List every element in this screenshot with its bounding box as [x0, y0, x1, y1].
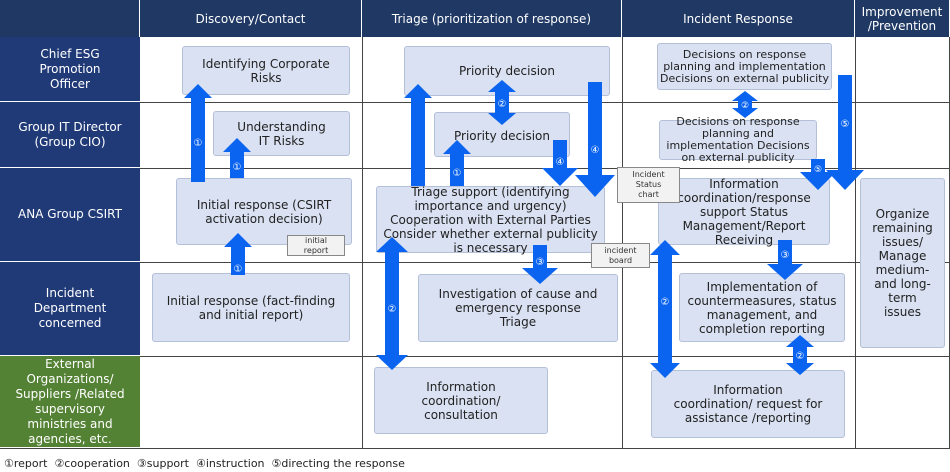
box-decisions-1: Decisions on response planning and imple… [657, 43, 832, 90]
arrow-support-down-1 [522, 245, 558, 284]
arrow-coop-double-3 [732, 91, 758, 118]
arrow-report-up-1 [184, 84, 212, 182]
note-incident-board: incident board [591, 243, 650, 268]
box-triage-support: Triage support (identifying importance a… [376, 185, 605, 255]
arrow-direct-down-2 [800, 159, 836, 190]
box-identifying-risks: Identifying Corporate Risks [182, 46, 350, 95]
label-3: ③ [536, 257, 545, 268]
label-4: ④ [591, 145, 600, 156]
label-1: ① [453, 168, 462, 179]
arrow-coop-double-4 [650, 240, 680, 378]
note-initial-report: initial report [287, 235, 345, 256]
grid-line [362, 37, 363, 448]
legend: ①report ②cooperation ③support ④instructi… [4, 457, 405, 470]
box-info-request: Information coordination/ request for as… [651, 370, 845, 438]
header-blank [0, 0, 140, 37]
grid-line [855, 37, 856, 448]
label-2: ② [661, 297, 670, 308]
column-discovery: Discovery/Contact [140, 0, 362, 37]
arrow-instruction-down-2 [575, 82, 615, 197]
label-4: ④ [556, 157, 565, 168]
box-info-coordination-csirt: Information coordination/response suppor… [658, 177, 830, 247]
box-decisions-2: Decisions on response planning and imple… [659, 116, 817, 164]
box-initial-response-dept: Initial response (fact-finding and initi… [152, 273, 350, 342]
label-2: ② [741, 101, 749, 111]
box-implementation: Implementation of countermeasures, statu… [679, 273, 845, 342]
row-group-it: Group IT Director (Group CIO) [0, 102, 140, 168]
column-incident-response: Incident Response [622, 0, 855, 37]
column-improvement: Improvement /Prevention [855, 0, 950, 37]
column-triage: Triage (prioritization of response) [362, 0, 622, 37]
grid-line [622, 37, 623, 448]
label-1: ① [234, 264, 243, 275]
label-2: ② [498, 99, 507, 110]
label-1: ① [233, 162, 242, 173]
label-5: ⑤ [841, 119, 850, 130]
label-5: ⑤ [814, 165, 822, 175]
note-incident-status-chart: Incident Status chart [617, 167, 680, 203]
box-investigation: Investigation of cause and emergency res… [418, 274, 618, 342]
row-csirt: ANA Group CSIRT [0, 168, 140, 262]
box-info-consultation: Information coordination/ consultation [374, 367, 548, 434]
flow-arrows [184, 75, 864, 378]
arrow-up-triage [404, 84, 432, 186]
arrow-instruction-down-1 [542, 140, 578, 186]
arrow-coop-double-1 [488, 80, 516, 125]
grid-line [140, 356, 950, 357]
arrow-direct-down-1 [826, 75, 864, 190]
arrow-coop-double-2 [376, 237, 408, 370]
arrow-support-down-2 [767, 240, 803, 280]
box-initial-response-csirt: Initial response (CSIRT activation decis… [176, 178, 352, 245]
row-external: External Organizations/ Suppliers /Relat… [0, 356, 140, 448]
row-chief-esg: Chief ESG Promotion Officer [0, 37, 140, 102]
grid-line [0, 448, 950, 449]
label-3: ③ [781, 250, 790, 261]
arrow-report-up-3 [224, 233, 252, 275]
grid-line [140, 102, 950, 103]
arrow-report-up-2 [223, 138, 251, 178]
arrow-report-up-4 [443, 140, 471, 186]
label-2: ② [796, 351, 805, 362]
label-1: ① [194, 138, 203, 149]
row-incident-dept: Incident Department concerned [0, 262, 140, 356]
box-organize-issues: Organize remaining issues/ Manage medium… [860, 178, 945, 348]
arrow-coop-double-5 [786, 335, 814, 375]
label-2: ② [388, 304, 397, 315]
